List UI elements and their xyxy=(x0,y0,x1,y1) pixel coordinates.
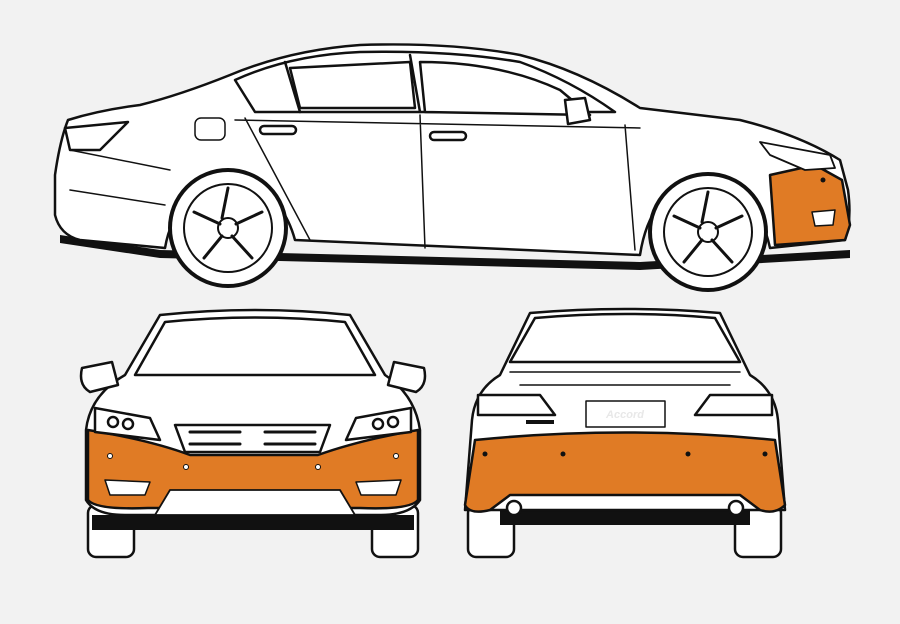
license-plate xyxy=(585,400,666,428)
front-view xyxy=(79,308,427,559)
rear-view: Accord xyxy=(463,307,787,559)
side-view xyxy=(53,43,852,292)
plate-text: Accord xyxy=(605,409,644,421)
front-wheel xyxy=(648,172,768,292)
rear-wheel xyxy=(168,168,288,288)
side-front-bumper-highlight xyxy=(768,163,852,247)
rear-bumper-highlight xyxy=(463,431,787,513)
